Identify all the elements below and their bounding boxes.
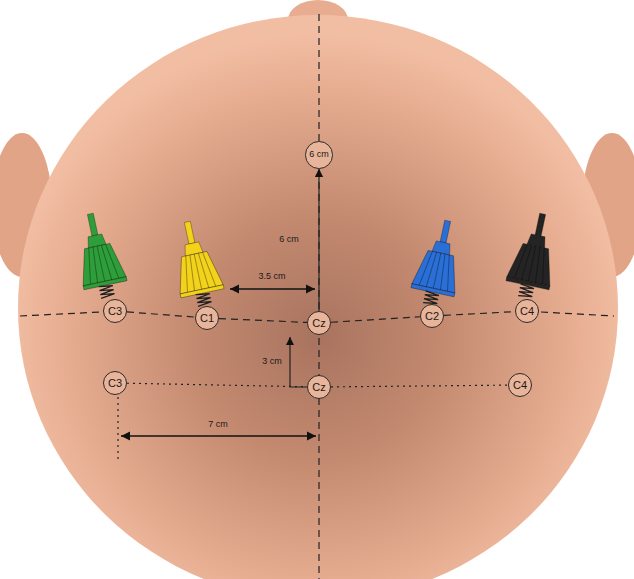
reference-line: [127, 383, 307, 387]
electrode-site: C2: [420, 304, 444, 328]
electrode-site: 6 cm: [305, 141, 333, 169]
dimension-arrow: [121, 435, 316, 436]
measure-arrow: [318, 169, 319, 311]
electrode-site: Cz: [307, 311, 331, 335]
reference-line: [331, 317, 420, 323]
site-label: C2: [425, 310, 439, 322]
site-label: Cz: [312, 317, 325, 329]
electrode-site: C3: [103, 299, 127, 323]
site-label: C3: [108, 377, 122, 389]
site-label: C4: [520, 305, 534, 317]
site-label: Cz: [312, 381, 325, 393]
coronal-line: [541, 312, 614, 316]
dimension-label: 3 cm: [262, 357, 282, 367]
reference-line: [331, 385, 508, 387]
guide-line: [117, 397, 118, 462]
electrode-site: C1: [195, 306, 219, 330]
electrode-site: C4: [508, 373, 532, 397]
dimension-label: 3.5 cm: [258, 272, 285, 282]
black-electrode: [503, 209, 564, 301]
blue-electrode: [408, 216, 469, 308]
measure-arrow: [290, 337, 307, 387]
electrode-site: C4: [515, 299, 539, 323]
reference-line: [219, 319, 307, 323]
reference-line: [444, 312, 515, 316]
reference-line: [127, 312, 195, 317]
site-label: C4: [513, 379, 527, 391]
midline: [318, 14, 319, 579]
dimension-label: 6 cm: [279, 235, 299, 245]
yellow-electrode: [166, 217, 227, 309]
coronal-line: [20, 312, 101, 316]
electrode-site: C3: [103, 371, 127, 395]
site-label: C3: [108, 305, 122, 317]
scalp: [18, 15, 618, 579]
dimension-label: 7 cm: [208, 420, 228, 430]
electrode-site: Cz: [307, 375, 331, 399]
site-label: 6 cm: [309, 150, 329, 160]
dimension-arrow: [230, 288, 315, 289]
site-label: C1: [200, 312, 214, 324]
green-electrode: [69, 209, 130, 301]
